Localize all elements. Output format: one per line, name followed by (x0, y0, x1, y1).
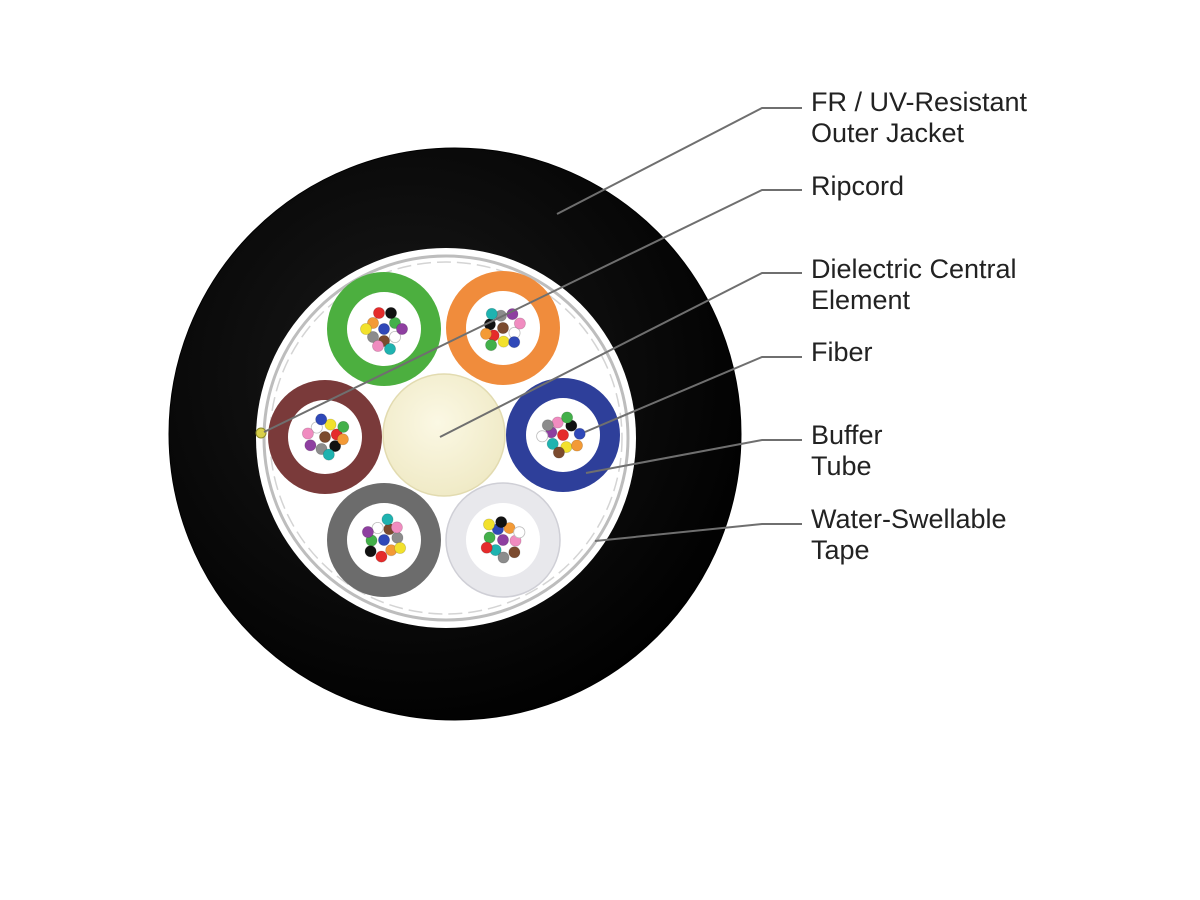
fiber (383, 342, 396, 355)
fiber (482, 518, 495, 531)
buffer-tube-blue (506, 378, 620, 492)
fiber (384, 306, 397, 319)
fiber (372, 306, 385, 319)
label-buffer-tube-line1: Buffer (811, 420, 883, 450)
fiber (324, 418, 337, 431)
leader-line-tape (594, 523, 802, 542)
fiber (391, 531, 404, 544)
fiber (536, 430, 549, 443)
buffer-tube-gray (327, 483, 441, 597)
fiber (301, 427, 314, 440)
fiber (304, 439, 317, 452)
fiber (546, 437, 559, 450)
fiber (495, 516, 508, 529)
fiber (496, 534, 509, 547)
fiber (337, 420, 350, 433)
fiber (483, 531, 496, 544)
label-central-element-line2: Element (811, 285, 911, 315)
label-central-element-line1: Dielectric Central (811, 254, 1017, 284)
ripcord (255, 427, 267, 439)
fiber (375, 550, 388, 563)
fiber (381, 513, 394, 526)
fiber (552, 446, 565, 459)
fiber (395, 322, 408, 335)
fiber (388, 330, 401, 343)
label-outer-jacket-line1: FR / UV-Resistant (811, 87, 1028, 117)
fiber (508, 546, 521, 559)
leader-line-fiber (584, 356, 802, 433)
fiber (485, 339, 498, 352)
fiber (371, 339, 384, 352)
fiber (480, 541, 493, 554)
label-ripcord: Ripcord (811, 171, 904, 201)
fiber (571, 439, 584, 452)
fiber (329, 440, 342, 453)
fiber (390, 521, 403, 534)
label-outer-jacket-line2: Outer Jacket (811, 118, 965, 148)
buffer-tubes-group (268, 271, 620, 598)
fiber (318, 430, 331, 443)
label-tape-line1: Water-Swellable (811, 504, 1007, 534)
label-tape-line2: Tape (811, 535, 870, 565)
fiber (315, 413, 328, 426)
fiber (377, 534, 390, 547)
fiber (377, 322, 390, 335)
fiber (508, 336, 521, 349)
label-buffer-tube-line2: Tube (811, 451, 872, 481)
fiber (364, 545, 377, 558)
fiber (497, 551, 510, 564)
fiber (361, 526, 374, 539)
fiber (557, 428, 570, 441)
fiber (513, 317, 526, 330)
buffer-tube-brown (268, 380, 382, 494)
leader-line-jacket (556, 107, 802, 215)
leader-line-buffer-tube (585, 439, 802, 474)
fiber (479, 327, 492, 340)
fiber (497, 335, 510, 348)
fiber (541, 419, 554, 432)
fiber (359, 322, 372, 335)
label-fiber: Fiber (811, 337, 873, 367)
fiber (561, 411, 574, 424)
fiber (485, 307, 498, 320)
tape-wrap-outline (262, 254, 630, 622)
buffer-tube-orange (446, 271, 560, 385)
fiber (322, 448, 335, 461)
fiber (371, 522, 384, 535)
fiber (394, 542, 407, 555)
leader-line-ripcord (263, 189, 802, 433)
fiber (366, 330, 379, 343)
leader-line-central-element (439, 272, 802, 438)
fiber (496, 321, 509, 334)
fiber (513, 526, 526, 539)
fiber (573, 427, 586, 440)
buffer-tube-green (327, 272, 441, 386)
buffer-tube-white (445, 482, 561, 598)
fiber (336, 433, 349, 446)
